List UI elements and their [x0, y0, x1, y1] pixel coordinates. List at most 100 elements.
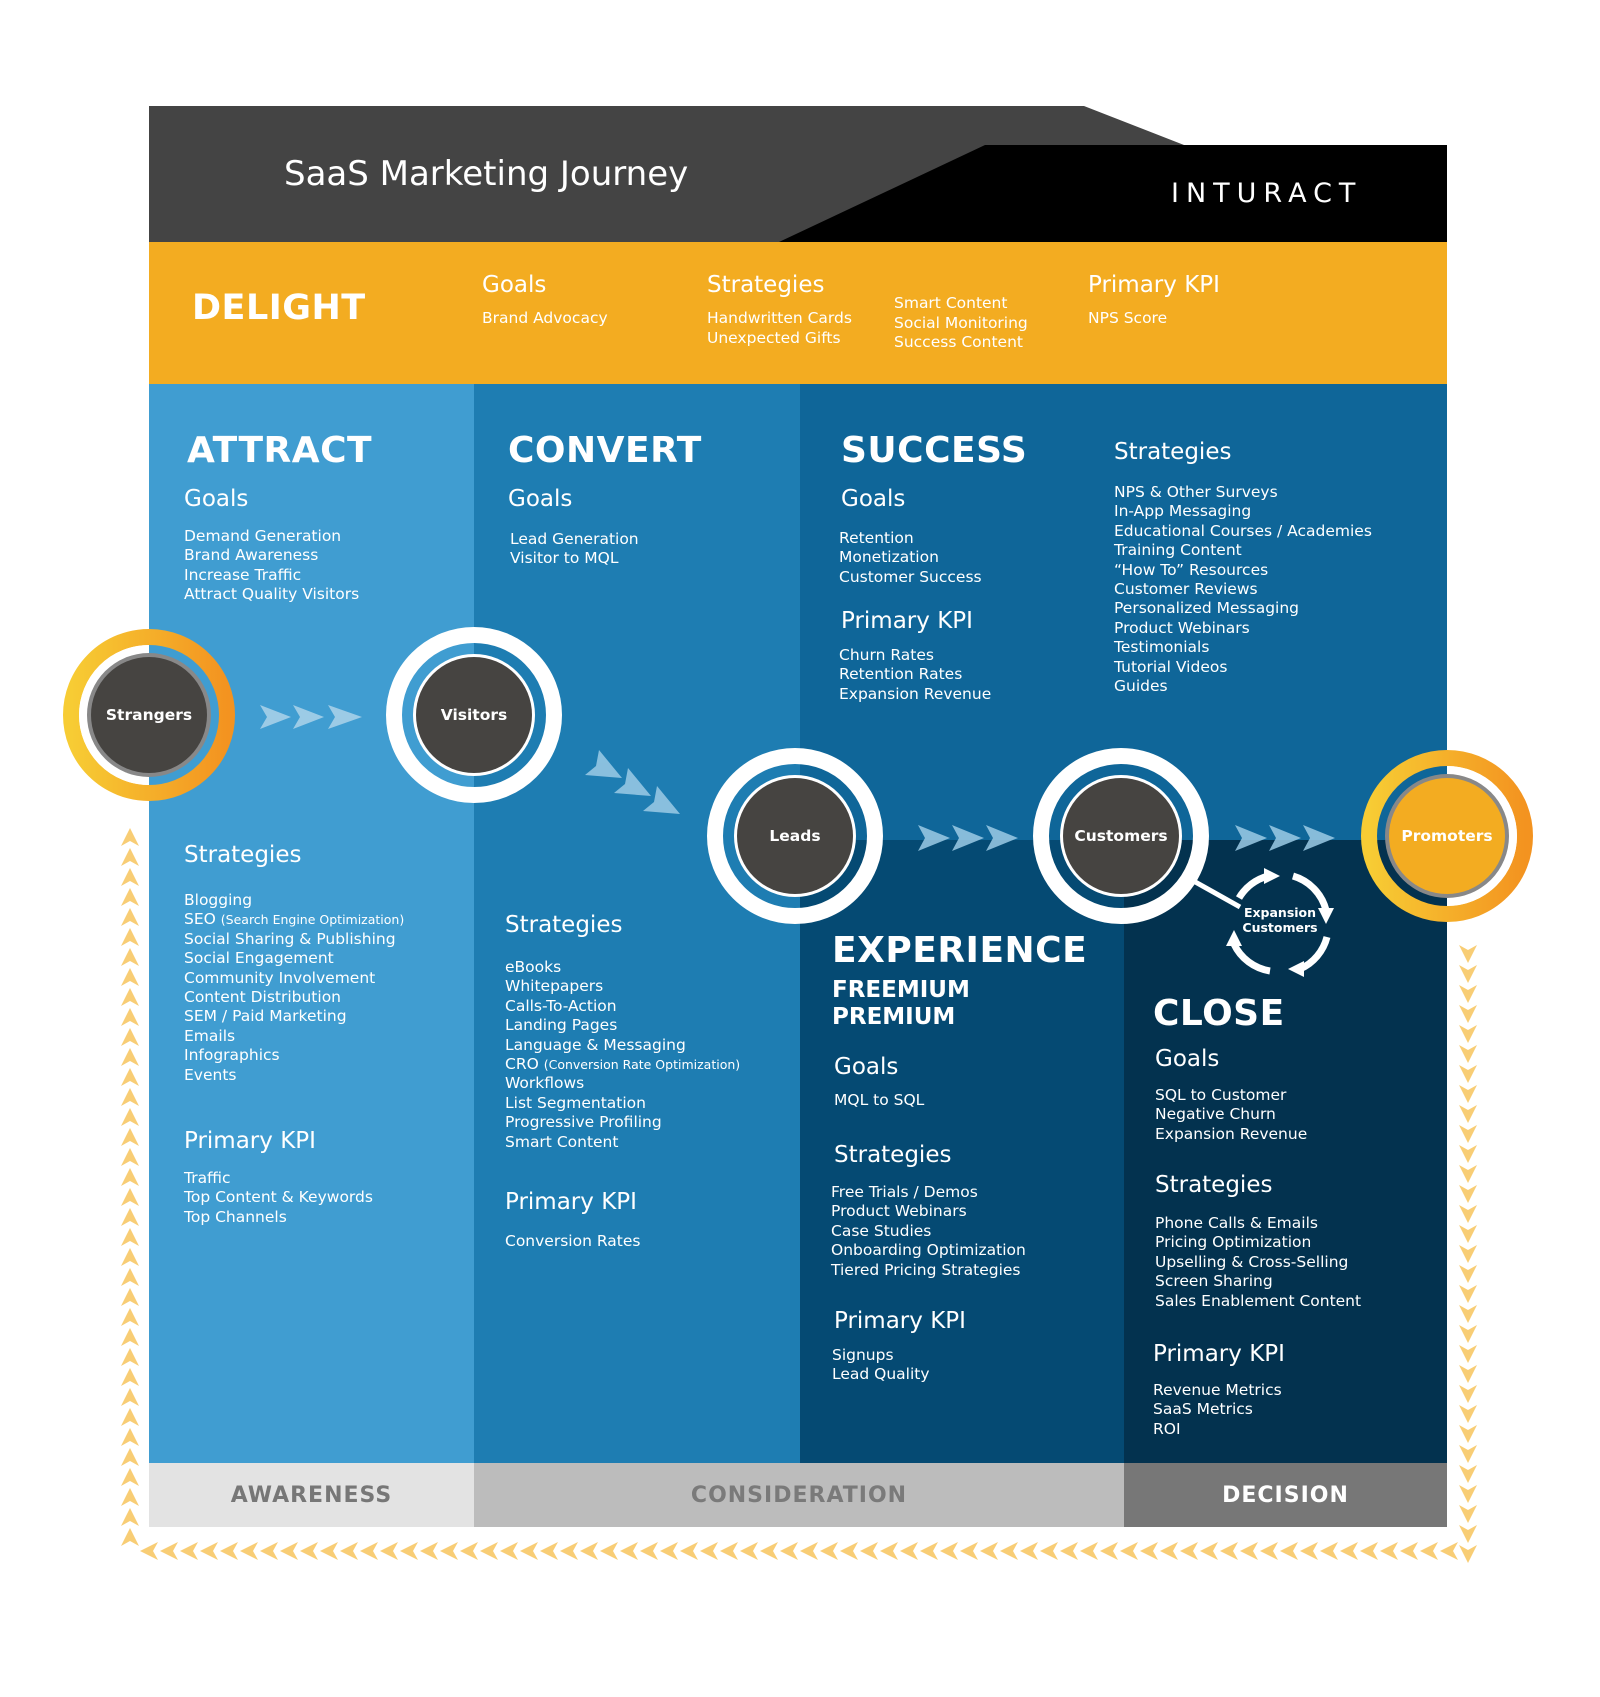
close-goal-item: Expansion Revenue: [1155, 1124, 1308, 1143]
arrow-left-icon: [1000, 1542, 1018, 1560]
arrow-left-icon: [160, 1542, 178, 1560]
success-strategies-list: NPS & Other Surveys In-App Messaging Edu…: [1114, 483, 1372, 696]
success-kpi-title: Primary KPI: [841, 608, 973, 634]
arrow-left-icon: [1020, 1542, 1038, 1560]
convert-kpi-title: Primary KPI: [505, 1189, 637, 1215]
arrow-down-icon: [1459, 1485, 1477, 1503]
attract-kpi-list: Traffic Top Content & Keywords Top Chann…: [184, 1169, 373, 1227]
success-strategy-item: “How To” Resources: [1114, 560, 1269, 579]
header-banner: [149, 106, 1447, 384]
arrow-up-icon: [121, 1308, 139, 1326]
node-leads: Leads: [707, 748, 883, 924]
experience-strategy-item: Tiered Pricing Strategies: [831, 1260, 1021, 1279]
success-title: SUCCESS: [841, 430, 1028, 471]
delight-strategies-list-1: Handwritten Cards Unexpected Gifts: [707, 309, 852, 348]
convert-goals-list: Lead Generation Visitor to MQL: [510, 530, 639, 569]
attract-strategy-item: Emails: [184, 1026, 236, 1045]
attract-goal-item: Increase Traffic: [184, 565, 302, 584]
delight-goal-item: Brand Advocacy: [482, 309, 608, 327]
arrow-up-icon: [121, 1508, 139, 1526]
attract-column: [149, 384, 474, 1463]
convert-strategies-title: Strategies: [505, 912, 623, 938]
stage-consideration: CONSIDERATION: [474, 1463, 1124, 1527]
arrow-left-icon: [200, 1542, 218, 1560]
arrow-left-icon: [140, 1542, 158, 1560]
success-goal-item: Monetization: [839, 548, 939, 567]
arrow-down-icon: [1459, 1285, 1477, 1303]
arrow-up-icon: [121, 848, 139, 866]
attract-strategy-item: Social Engagement: [184, 949, 334, 968]
arrow-down-icon: [1459, 1145, 1477, 1163]
arrow-left-icon: [1180, 1542, 1198, 1560]
node-label: Customers: [1242, 920, 1318, 935]
arrow-down-icon: [1459, 1525, 1477, 1543]
arrow-left-icon: [1100, 1542, 1118, 1560]
attract-goal-item: Demand Generation: [184, 527, 342, 545]
arrow-left-icon: [560, 1542, 578, 1560]
convert-title: CONVERT: [508, 430, 702, 471]
arrow-left-icon: [1320, 1542, 1338, 1560]
arrow-left-icon: [1240, 1542, 1258, 1560]
node-label: Strangers: [105, 706, 193, 724]
page-title: SaaS Marketing Journey: [284, 154, 689, 194]
close-goal-item: SQL to Customer: [1155, 1086, 1287, 1104]
arrow-down-icon: [1459, 985, 1477, 1003]
node-label: Expansion: [1243, 905, 1317, 920]
attract-strategy-item: Community Involvement: [184, 968, 376, 987]
experience-goals-list: MQL to SQL: [834, 1091, 924, 1110]
arrow-left-icon: [280, 1542, 298, 1560]
success-strategies-title: Strategies: [1114, 439, 1232, 465]
attract-strategy-item: SEO (Search Engine Optimization): [184, 910, 405, 929]
arrow-left-icon: [180, 1542, 198, 1560]
success-strategy-item: Personalized Messaging: [1114, 599, 1300, 618]
arrow-left-icon: [420, 1542, 438, 1560]
arrow-up-icon: [121, 928, 139, 946]
success-kpi-item: Churn Rates: [839, 646, 934, 664]
close-strategy-item: Upselling & Cross-Selling: [1155, 1252, 1349, 1271]
convert-goal-item: Visitor to MQL: [510, 549, 619, 568]
experience-strategy-item: Onboarding Optimization: [831, 1241, 1026, 1260]
close-strategies-title: Strategies: [1155, 1172, 1273, 1198]
arrow-left-icon: [340, 1542, 358, 1560]
success-goals-title: Goals: [841, 486, 906, 512]
convert-strategy-item: eBooks: [505, 958, 562, 976]
convert-strategies-list: eBooks Whitepapers Calls-To-Action Landi…: [505, 958, 740, 1152]
delight-strategy-item: Unexpected Gifts: [707, 328, 841, 347]
arrow-left-icon: [500, 1542, 518, 1560]
arrow-left-icon: [540, 1542, 558, 1560]
arrow-up-icon: [121, 1088, 139, 1106]
arrow-left-icon: [220, 1542, 238, 1560]
convert-kpi-list: Conversion Rates: [505, 1232, 640, 1251]
arrow-down-icon: [1459, 1045, 1477, 1063]
header-black-shape: [779, 145, 1447, 242]
arrow-left-icon: [1360, 1542, 1378, 1560]
arrow-down-icon: [1459, 1125, 1477, 1143]
arrow-left-icon: [900, 1542, 918, 1560]
arrow-down-icon: [1459, 965, 1477, 983]
experience-goal-item: MQL to SQL: [834, 1091, 925, 1109]
gold-ring-icon: [1361, 750, 1533, 922]
delight-goals-title: Goals: [482, 272, 547, 298]
convert-strategy-item: Whitepapers: [505, 977, 604, 996]
node-label: Customers: [1074, 827, 1168, 845]
arrow-left-icon: [660, 1542, 678, 1560]
arrow-down-icon: [1459, 1065, 1477, 1083]
attract-kpi-item: Traffic: [184, 1169, 231, 1187]
arrow-down-icon: [1459, 1325, 1477, 1343]
white-ring-icon: [707, 748, 883, 924]
close-strategy-item: Phone Calls & Emails: [1155, 1214, 1318, 1232]
close-kpi-item: Revenue Metrics: [1153, 1381, 1282, 1399]
arrow-up-icon: [121, 988, 139, 1006]
attract-strategy-item: Social Sharing & Publishing: [184, 929, 396, 948]
success-kpi-list: Churn Rates Retention Rates Expansion Re…: [839, 646, 991, 704]
arrow-left-icon: [700, 1542, 718, 1560]
arrow-down-icon: [1459, 1005, 1477, 1023]
attract-strategy-item: Events: [184, 1065, 237, 1084]
arrow-left-icon: [1140, 1542, 1158, 1560]
arrow-up-icon: [121, 1068, 139, 1086]
attract-goals-title: Goals: [184, 486, 249, 512]
arrow-left-icon: [1300, 1542, 1318, 1560]
arrow-up-icon: [121, 888, 139, 906]
arrow-down-icon: [1459, 1205, 1477, 1223]
arrow-up-icon: [121, 1488, 139, 1506]
